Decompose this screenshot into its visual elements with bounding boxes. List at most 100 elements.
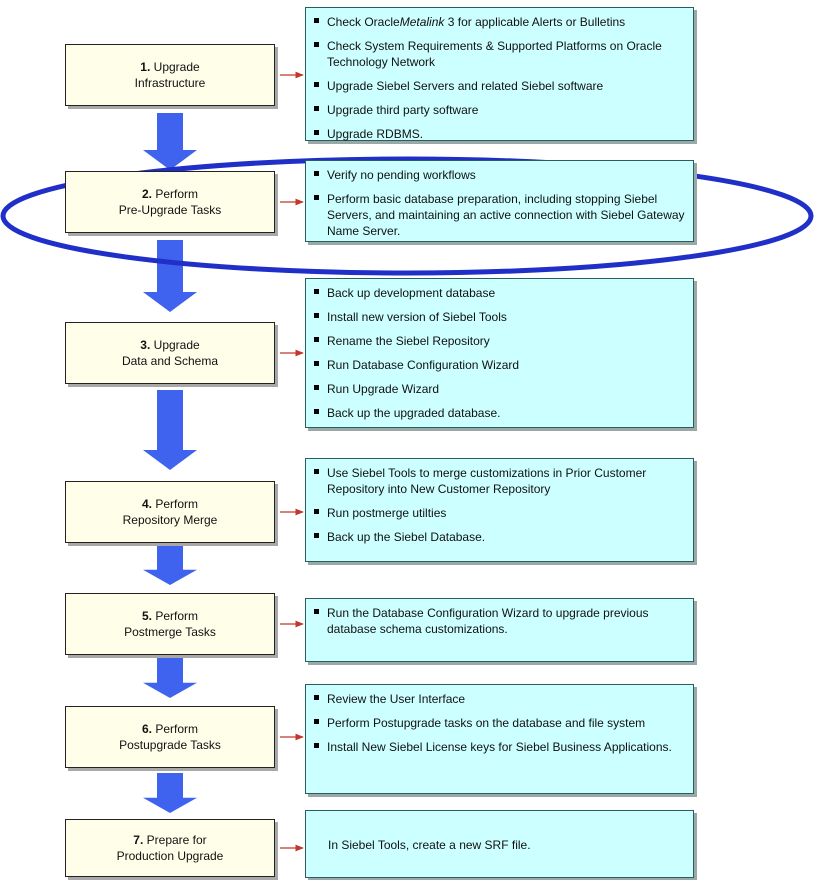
step-title-line2: Postupgrade Tasks: [119, 738, 221, 752]
step-title-text: Perform: [152, 497, 199, 511]
down-block-arrow-icon: [143, 658, 197, 698]
task-item: Review the User Interface: [314, 691, 685, 707]
step-title-line1: 1. Upgrade: [140, 59, 199, 75]
task-list: Use Siebel Tools to merge customizations…: [314, 465, 685, 545]
task-item: Run Database Configuration Wizard: [314, 357, 685, 373]
task-text: Verify no pending workflows: [327, 168, 476, 182]
step-number: 3.: [140, 338, 151, 352]
task-text: Perform basic database preparation, incl…: [327, 192, 685, 238]
step-title-line2: Repository Merge: [122, 513, 218, 527]
down-block-arrow-icon: [143, 773, 197, 813]
task-item: Install new version of Siebel Tools: [314, 309, 685, 325]
step-title-text: Upgrade: [150, 60, 200, 74]
task-list: Check OracleMetalink 3 for applicable Al…: [314, 14, 685, 142]
task-item: Rename the Siebel Repository: [314, 333, 685, 349]
task-item: Run Upgrade Wizard: [314, 381, 685, 397]
task-item: Verify no pending workflows: [314, 167, 685, 183]
task-item: In Siebel Tools, create a new SRF file.: [320, 837, 531, 853]
down-block-arrow-icon: [143, 113, 197, 170]
task-list-box-1: Check OracleMetalink 3 for applicable Al…: [305, 7, 694, 141]
square-bullet-icon: [314, 313, 319, 318]
step-number: 4.: [141, 497, 152, 511]
step-title-line2: Production Upgrade: [116, 849, 224, 863]
square-bullet-icon: [314, 719, 319, 724]
step-title-text: Perform: [152, 187, 199, 201]
square-bullet-icon: [314, 533, 319, 538]
square-bullet-icon: [314, 743, 319, 748]
step-number: 5.: [141, 609, 152, 623]
step-title-line1: 4. Perform: [142, 496, 198, 512]
square-bullet-icon: [314, 409, 319, 414]
highlight-ellipse: [0, 156, 814, 276]
task-text: Upgrade Siebel Servers and related Siebe…: [327, 79, 604, 93]
task-item: Install New Siebel License keys for Sieb…: [314, 739, 685, 755]
square-bullet-icon: [314, 509, 319, 514]
step-title-text: Perform: [152, 609, 199, 623]
task-text: 3 for applicable Alerts or Bulletins: [444, 15, 626, 29]
square-bullet-icon: [314, 18, 319, 23]
square-bullet-icon: [314, 130, 319, 135]
task-item: Use Siebel Tools to merge customizations…: [314, 465, 685, 497]
square-bullet-icon: [314, 82, 319, 87]
task-item: Check System Requirements & Supported Pl…: [314, 38, 685, 70]
step-number: 7.: [133, 833, 144, 847]
task-list: In Siebel Tools, create a new SRF file.: [320, 837, 531, 853]
step-number: 1.: [140, 60, 151, 74]
square-bullet-icon: [314, 469, 319, 474]
task-list-box-4: Use Siebel Tools to merge customizations…: [305, 458, 694, 562]
task-text: Install New Siebel License keys for Sieb…: [327, 740, 672, 754]
task-text: Back up development database: [327, 286, 496, 300]
step-title-line1: 7. Prepare for: [133, 832, 206, 848]
step-title-line2: Postmerge Tasks: [124, 625, 216, 639]
task-text: Run Upgrade Wizard: [327, 382, 440, 396]
step-title-line1: 6. Perform: [142, 721, 198, 737]
step-number: 2.: [141, 187, 152, 201]
square-bullet-icon: [314, 609, 319, 614]
task-text: Perform Postupgrade tasks on the databas…: [327, 716, 646, 730]
step-title-line1: 5. Perform: [142, 608, 198, 624]
down-block-arrow-icon: [143, 390, 197, 470]
step-title-line1: 2. Perform: [142, 186, 198, 202]
step-title-text: Prepare for: [143, 833, 207, 847]
square-bullet-icon: [314, 289, 319, 294]
task-text: Check Oracle: [327, 15, 400, 29]
task-text: Run postmerge utilties: [327, 506, 447, 520]
square-bullet-icon: [314, 337, 319, 342]
task-text: Check System Requirements & Supported Pl…: [327, 39, 662, 69]
step-title-line1: 3. Upgrade: [140, 337, 199, 353]
square-bullet-icon: [314, 106, 319, 111]
task-item: Back up development database: [314, 285, 685, 301]
square-bullet-icon: [314, 171, 319, 176]
task-item: Upgrade RDBMS.: [314, 126, 685, 142]
task-text: Rename the Siebel Repository: [327, 334, 490, 348]
task-list: Run the Database Configuration Wizard to…: [314, 605, 685, 637]
step-title-text: Upgrade: [150, 338, 200, 352]
square-bullet-icon: [314, 695, 319, 700]
step-title-line2: Data and Schema: [121, 354, 219, 368]
task-item: Back up the upgraded database.: [314, 405, 685, 421]
task-item: Perform basic database preparation, incl…: [314, 191, 685, 239]
task-text: In Siebel Tools, create a new SRF file.: [328, 838, 531, 852]
task-item: Check OracleMetalink 3 for applicable Al…: [314, 14, 685, 30]
task-list-box-5: Run the Database Configuration Wizard to…: [305, 598, 694, 662]
task-list-box-7: In Siebel Tools, create a new SRF file.: [305, 810, 694, 878]
task-text: Install new version of Siebel Tools: [327, 310, 507, 324]
task-item: Run the Database Configuration Wizard to…: [314, 605, 685, 637]
square-bullet-icon: [314, 42, 319, 47]
task-item: Perform Postupgrade tasks on the databas…: [314, 715, 685, 731]
task-text: Review the User Interface: [327, 692, 466, 706]
task-text: Back up the upgraded database.: [327, 406, 501, 420]
task-text: Back up the Siebel Database.: [327, 530, 486, 544]
task-item: Upgrade third party software: [314, 102, 685, 118]
task-item: Run postmerge utilties: [314, 505, 685, 521]
